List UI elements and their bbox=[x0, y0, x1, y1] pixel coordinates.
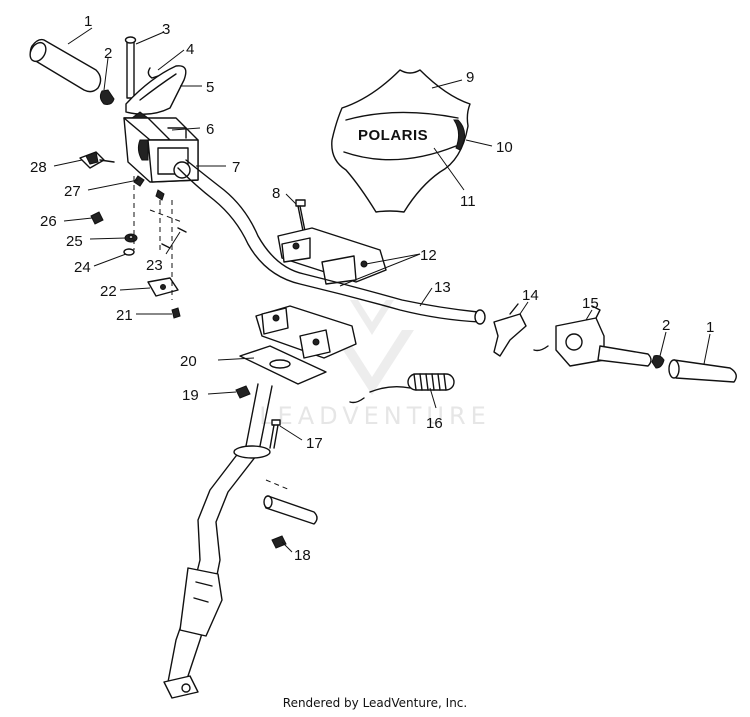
callout-7: 7 bbox=[232, 159, 240, 176]
callout-22: 22 bbox=[100, 283, 117, 300]
callout-1-right: 1 bbox=[706, 319, 714, 336]
lower-clamp bbox=[239, 305, 357, 385]
handlebar-pad: POLARIS bbox=[331, 69, 471, 213]
callout-3: 3 bbox=[162, 21, 170, 38]
post-nut bbox=[271, 535, 287, 549]
retaining-clip bbox=[147, 67, 159, 79]
kill-switch bbox=[79, 151, 115, 169]
callout-25: 25 bbox=[66, 233, 83, 250]
callout-17: 17 bbox=[306, 435, 323, 452]
left-grip bbox=[29, 38, 102, 93]
left-small-hardware bbox=[90, 175, 187, 319]
callout-14: 14 bbox=[522, 287, 539, 304]
callout-15: 15 bbox=[582, 295, 599, 312]
callout-12: 12 bbox=[420, 247, 437, 264]
callout-16: 16 bbox=[426, 415, 443, 432]
callout-21: 21 bbox=[116, 307, 133, 324]
callout-27: 27 bbox=[64, 183, 81, 200]
footer-credit: Rendered by LeadVenture, Inc. bbox=[282, 696, 468, 710]
callout-4: 4 bbox=[186, 41, 194, 58]
callout-11: 11 bbox=[460, 193, 476, 210]
stem-screw bbox=[269, 419, 281, 449]
post-sleeve bbox=[263, 479, 318, 525]
throttle-lever bbox=[125, 65, 187, 115]
callout-24: 24 bbox=[74, 259, 91, 276]
callout-20: 20 bbox=[180, 353, 197, 370]
leader-lines bbox=[53, 27, 711, 553]
callout-8: 8 bbox=[272, 185, 280, 202]
right-bar-plug bbox=[651, 355, 665, 369]
throttle-housing bbox=[123, 111, 199, 183]
watermark-text: LEADVENTURE bbox=[259, 402, 491, 430]
callout-5: 5 bbox=[206, 79, 214, 96]
callouts: 1 2 3 4 5 6 7 8 9 10 11 12 13 14 15 16 1… bbox=[30, 13, 714, 564]
callout-28: 28 bbox=[30, 159, 47, 176]
upper-clamp bbox=[277, 227, 387, 285]
callout-26: 26 bbox=[40, 213, 57, 230]
pivot-pin bbox=[124, 36, 137, 99]
callout-9: 9 bbox=[466, 69, 474, 86]
brake-lever bbox=[493, 303, 527, 357]
brake-housing bbox=[533, 305, 652, 367]
callout-23: 23 bbox=[146, 257, 163, 274]
callout-13: 13 bbox=[434, 279, 451, 296]
callout-2-left: 2 bbox=[104, 45, 112, 62]
polaris-logo: POLARIS bbox=[358, 127, 428, 144]
callout-19: 19 bbox=[182, 387, 199, 404]
callout-10: 10 bbox=[496, 139, 513, 156]
stem-nut bbox=[235, 385, 251, 399]
left-bar-plug bbox=[99, 89, 115, 105]
right-grip bbox=[668, 359, 737, 383]
callout-1-left: 1 bbox=[84, 13, 92, 30]
handlebar-tube bbox=[177, 159, 486, 325]
callout-6: 6 bbox=[206, 121, 214, 138]
steering-post bbox=[163, 383, 273, 699]
callout-18: 18 bbox=[294, 547, 311, 564]
callout-2-right: 2 bbox=[662, 317, 670, 334]
